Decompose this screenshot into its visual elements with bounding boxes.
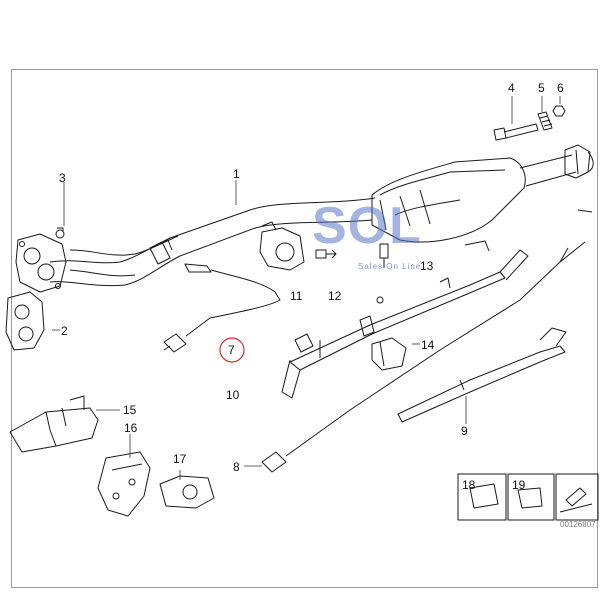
bracket-15-drawing [9, 395, 99, 453]
callout-4: 4 [508, 81, 515, 95]
bracket-rail-drawing [281, 240, 529, 399]
callout-18: 18 [462, 478, 476, 492]
rubber-mount-drawing [371, 337, 407, 371]
callout-19: 19 [512, 478, 526, 492]
diagram-frame [11, 69, 598, 588]
callout-3: 3 [59, 171, 66, 185]
watermark-tagline: Sales On Line [358, 262, 422, 271]
front-sensor-drawing [163, 263, 281, 353]
callout-7: 7 [228, 343, 235, 357]
callout-17: 17 [173, 452, 187, 466]
reference-code: 00126807 [560, 520, 596, 529]
bolt-set-drawing [493, 105, 566, 141]
callout-8: 8 [233, 460, 240, 474]
bracket-17-drawing [159, 475, 215, 509]
detail-boxes-drawing [457, 473, 599, 521]
rear-sensor-drawing [261, 209, 593, 473]
callout-15: 15 [123, 403, 137, 417]
bracket-16-drawing [97, 451, 151, 517]
callout-16: 16 [124, 421, 138, 435]
callout-9: 9 [461, 424, 468, 438]
callout-6: 6 [557, 81, 564, 95]
callout-14: 14 [421, 338, 435, 352]
watermark-logo: SOL [312, 197, 422, 255]
callout-5: 5 [538, 81, 545, 95]
callout-12: 12 [328, 289, 342, 303]
highlight-circle [219, 337, 245, 363]
heat-shield-drawing [397, 327, 567, 423]
exhaust-pipe-drawing [49, 144, 594, 287]
callout-1: 1 [233, 167, 240, 181]
leader-lines [52, 96, 561, 480]
flange-drawing [5, 227, 67, 351]
callout-13: 13 [420, 259, 434, 273]
callout-2: 2 [61, 324, 68, 338]
clamp-drawing [259, 221, 389, 271]
callout-10: 10 [226, 388, 240, 402]
callout-11: 11 [290, 289, 303, 303]
